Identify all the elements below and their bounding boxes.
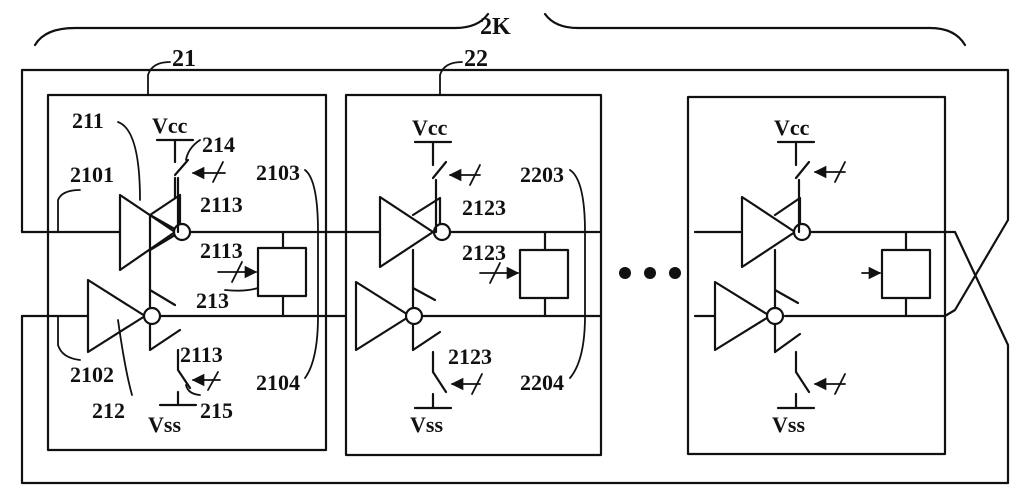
label-212: 212: [92, 398, 125, 423]
label-2104: 2104: [256, 370, 300, 395]
buffer-n-upper: [740, 195, 797, 269]
outer-loop-wires: [20, 68, 1010, 485]
label-vcc-3: Vcc: [774, 115, 810, 140]
label-2123-c: 2123: [448, 344, 492, 369]
cell-n: Vcc Vss: [686, 95, 947, 456]
label-2101: 2101: [70, 162, 114, 187]
ellipsis-dots: [619, 267, 681, 279]
label-22: 22: [464, 46, 488, 72]
label-2203: 2203: [520, 162, 564, 187]
buffer-212: [86, 278, 147, 354]
block-n: [880, 248, 932, 300]
label-vss-1: Vss: [148, 412, 181, 437]
label-213: 213: [196, 288, 229, 313]
label-2k: 2K: [480, 14, 511, 40]
label-21: 21: [172, 46, 196, 72]
cell-22: 22 Vcc 2123 2123 2123 Vss 2203 2204: [344, 46, 603, 457]
label-2204: 2204: [520, 370, 564, 395]
group-brace: 2K: [33, 12, 967, 47]
block-22: [518, 248, 570, 300]
label-2103: 2103: [256, 160, 300, 185]
label-2123-b: 2123: [462, 240, 506, 265]
label-2102: 2102: [70, 362, 114, 387]
block-213: [256, 246, 308, 298]
label-vss-2: Vss: [410, 412, 443, 437]
buffer-n-lower: [713, 280, 772, 352]
label-2123-a: 2123: [462, 195, 506, 220]
cell-21: 21: [20, 46, 358, 452]
label-vcc-1: Vcc: [152, 113, 188, 138]
label-211: 211: [72, 108, 104, 133]
label-2113-c: 2113: [180, 342, 223, 367]
label-vss-3: Vss: [772, 412, 805, 437]
label-215: 215: [200, 398, 233, 423]
buffer-22-upper: [378, 195, 435, 269]
buffer-211: [118, 193, 177, 272]
label-2113-b: 2113: [200, 238, 243, 263]
label-214: 214: [202, 132, 235, 157]
label-vcc-2: Vcc: [412, 115, 448, 140]
label-2113-a: 2113: [200, 192, 243, 217]
buffer-22-lower: [354, 280, 412, 352]
